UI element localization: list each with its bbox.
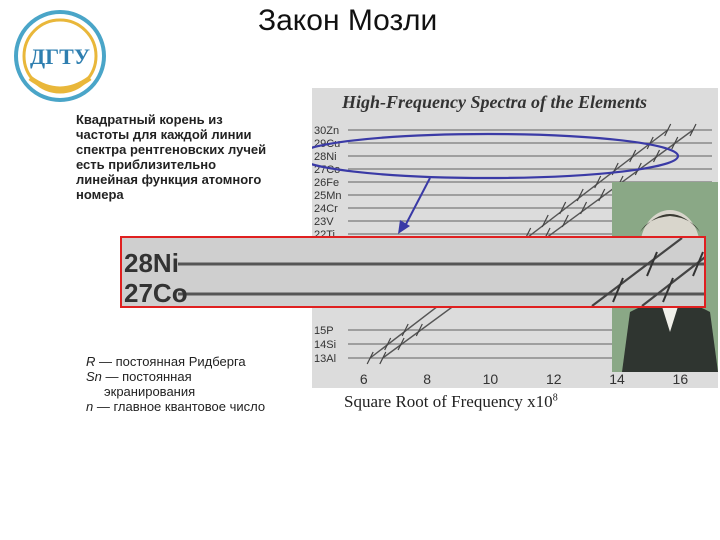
series-point-mark [689, 123, 697, 137]
zoom-point-mark [662, 277, 674, 303]
series-point-mark [384, 337, 392, 351]
x-tick-label: 10 [483, 371, 499, 387]
slide-title: Закон Мозли [258, 4, 438, 37]
highlight-ellipse [312, 132, 680, 180]
series-point-mark [561, 214, 569, 228]
logo-text: ДГТУ [30, 44, 90, 69]
legend-symbol: Sn [86, 369, 102, 384]
zoom-series-line [641, 256, 704, 306]
series-point-mark [629, 149, 637, 163]
chart-title: High-Frequency Spectra of the Elements [341, 92, 647, 112]
series-point-mark [646, 136, 654, 150]
series-point-mark [397, 337, 405, 351]
element-label: 13Al [314, 353, 336, 365]
highlight-arrow-head [398, 220, 410, 234]
element-label: 14Si [314, 339, 336, 351]
x-axis-label-exponent: 8 [552, 392, 558, 404]
element-label: 25Mn [314, 190, 342, 202]
element-label: 15P [314, 325, 334, 337]
series-point-mark [598, 188, 606, 202]
zoom-element-label: 27Co [124, 278, 188, 306]
x-tick-label: 14 [609, 371, 625, 387]
legend-symbol: R [86, 354, 96, 369]
legend-quantum: n — главное квантовое число [86, 399, 276, 414]
element-label: 26Fe [314, 177, 339, 189]
highlight-arrow-shaft [403, 177, 431, 229]
legend: R — постоянная Ридберга Sn — постоянная … [86, 354, 276, 414]
x-tick-label: 6 [360, 371, 368, 387]
legend-text: — главное квантовое число [93, 399, 266, 414]
series-point-mark [415, 323, 423, 337]
x-axis-label: Square Root of Frequency x108 [344, 392, 558, 412]
series-point-mark [541, 214, 549, 228]
x-tick-label: 12 [546, 371, 562, 387]
series-point-mark [652, 149, 661, 163]
zoom-point-mark [646, 251, 658, 277]
series-point-mark [379, 351, 387, 365]
series-point-mark [559, 201, 567, 215]
element-label: 23V [314, 216, 334, 228]
law-description: Квадратный корень из частоты для каждой … [76, 112, 267, 202]
element-label: 28Ni [314, 151, 337, 163]
series-point-mark [671, 136, 679, 150]
series-point-mark [576, 188, 584, 202]
series-point-mark [366, 351, 374, 365]
series-point-mark [579, 201, 588, 215]
x-tick-label: 8 [423, 371, 431, 387]
series-point-mark [664, 123, 672, 137]
legend-text: — постоянная экранирования [101, 369, 196, 399]
series-point-mark [401, 323, 409, 337]
x-tick-label: 16 [673, 371, 689, 387]
element-label: 30Zn [314, 125, 339, 137]
element-label: 24Cr [314, 203, 338, 215]
legend-rydberg: R — постоянная Ридберга [86, 354, 276, 369]
legend-symbol: n [86, 399, 94, 414]
series-point-mark [594, 175, 602, 189]
university-logo: ДГТУ [14, 10, 106, 102]
zoom-point-mark [612, 277, 624, 303]
zoom-series-line [591, 238, 683, 306]
x-axis-label-text: Square Root of Frequency x10 [344, 392, 553, 411]
legend-text: — постоянная Ридберга [95, 354, 246, 369]
legend-screening: Sn — постоянная экранирования [86, 369, 276, 399]
zoom-element-label: 28Ni [124, 248, 179, 278]
zoom-point-mark [692, 251, 704, 277]
